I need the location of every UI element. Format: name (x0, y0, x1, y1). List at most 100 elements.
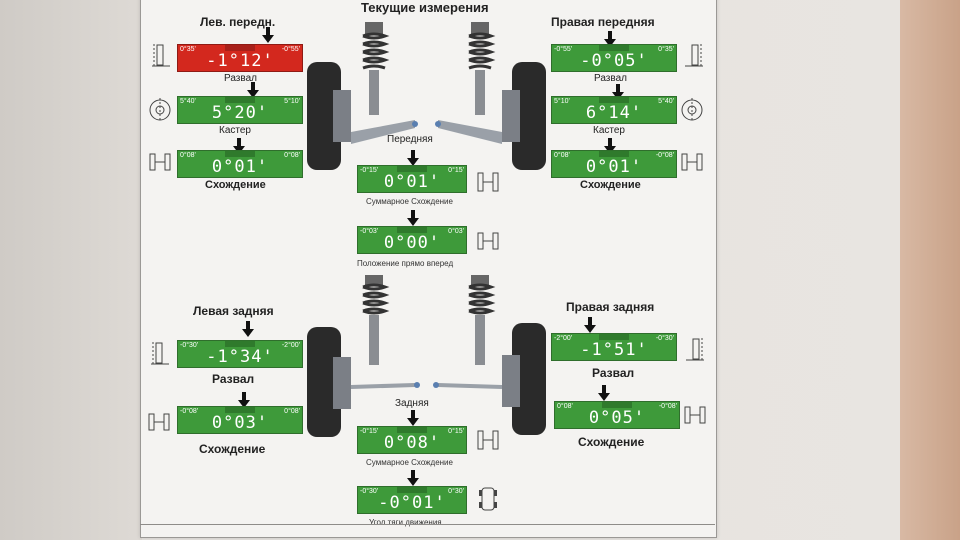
front-left-caster-gauge: 5°40' 5°10' 5°20' (177, 96, 303, 124)
front-right-toe-gauge: 0°08' -0°08' 0°01' (551, 150, 677, 178)
front-section-label: Передняя (387, 134, 433, 145)
gauge-max: 0°03' (448, 228, 464, 235)
front-right-toe-label: Схождение (580, 179, 641, 191)
front-right-caster-gauge: 5°10' 5°40' 6°14' (551, 96, 677, 124)
rear-section-label: Задняя (395, 398, 429, 409)
gauge-max: 0°35' (658, 46, 674, 53)
target-arrow-icon (604, 31, 616, 47)
gauge-max: 5°10' (284, 98, 300, 105)
wheel-camber-icon (149, 340, 171, 366)
gauge-max: 0°08' (284, 152, 300, 159)
sheet-bottom-edge (140, 524, 715, 525)
gauge-value: -1°12' (206, 51, 274, 71)
rear-left-title: Левая задняя (193, 304, 274, 318)
gauge-min: 0°35' (180, 46, 196, 53)
target-arrow-icon (262, 27, 274, 43)
rear-right-toe-gauge: 0°08' -0°08' 0°05' (554, 401, 680, 429)
front-right-caster-label: Кастер (593, 125, 625, 136)
target-arrow-icon (407, 410, 419, 426)
front-total-toe-gauge: -0°15' 0°15' 0°01' (357, 165, 467, 193)
gauge-max: 0°15' (448, 428, 464, 435)
target-arrow-icon (242, 321, 254, 337)
wheel-caster-icon (680, 97, 703, 123)
gauge-min: -2°00' (554, 335, 573, 342)
axle-toe-icon (476, 428, 499, 454)
front-left-toe-gauge: 0°08' 0°08' 0°01' (177, 150, 303, 178)
gauge-value: 0°00' (383, 233, 441, 253)
rear-total-toe-gauge: -0°15' 0°15' 0°08' (357, 426, 467, 454)
thrust-angle-label: Угол тяги движения (369, 518, 442, 527)
gauge-min: 5°10' (554, 98, 570, 105)
target-arrow-icon (598, 385, 610, 401)
gauge-value: 0°01' (383, 172, 441, 192)
rear-right-title: Правая задняя (566, 300, 655, 314)
straight-ahead-gauge: -0°03' 0°03' 0°00' (357, 226, 467, 254)
gauge-min: -0°55' (554, 46, 573, 53)
rear-right-camber-label: Развал (592, 366, 635, 380)
wheel-camber-icon (683, 42, 705, 68)
gauge-max: 0°30' (448, 488, 464, 495)
gauge-min: -0°15' (360, 428, 379, 435)
rear-right-toe-label: Схождение (578, 435, 645, 449)
gauge-value: -0°01' (378, 493, 446, 513)
gauge-min: -0°15' (360, 167, 379, 174)
gauge-min: -0°30' (180, 342, 199, 349)
desk-background-left (0, 0, 142, 540)
gauge-value: 0°01' (211, 157, 269, 177)
rear-suspension-diagram (305, 275, 550, 445)
rear-left-camber-gauge: -0°30' -2°00' -1°34' (177, 340, 303, 368)
gauge-value: 6°14' (585, 103, 643, 123)
gauge-value: -1°34' (206, 347, 274, 367)
gauge-max: 0°15' (448, 167, 464, 174)
front-total-toe-label: Суммарное Схождение (366, 197, 453, 206)
target-arrow-icon (238, 392, 250, 408)
wheel-toe-icon (680, 150, 703, 176)
desk-background-right (900, 0, 960, 540)
wheel-toe-icon (147, 410, 170, 436)
gauge-value: 0°08' (383, 433, 441, 453)
gauge-min: -0°30' (360, 488, 379, 495)
front-right-camber-gauge: -0°55' 0°35' -0°05' (551, 44, 677, 72)
rear-left-camber-label: Развал (212, 372, 255, 386)
front-left-toe-label: Схождение (205, 179, 266, 191)
gauge-max: 5°40' (658, 98, 674, 105)
page-title: Текущие измерения (361, 0, 489, 15)
gauge-min: 0°08' (180, 152, 196, 159)
front-left-camber-gauge: 0°35' -0°55' -1°12' (177, 44, 303, 72)
rear-right-camber-gauge: -2°00' -0°30' -1°51' (551, 333, 677, 361)
front-left-title: Лев. передн. (200, 15, 276, 29)
gauge-max: 0°08' (284, 408, 300, 415)
wheel-camber-icon (150, 42, 172, 68)
front-right-title: Правая передняя (551, 15, 655, 29)
gauge-max: -0°30' (655, 335, 674, 342)
axle-toe-icon (476, 170, 499, 196)
front-suspension-diagram (305, 20, 550, 180)
gauge-min: 5°40' (180, 98, 196, 105)
gauge-max: -2°00' (281, 342, 300, 349)
target-arrow-icon (247, 82, 259, 98)
target-arrow-icon (407, 470, 419, 486)
wheel-toe-icon (148, 150, 171, 176)
rear-total-toe-label: Суммарное Схождение (366, 458, 453, 467)
gauge-value: -0°05' (580, 51, 648, 71)
rear-left-toe-label: Схождение (199, 442, 266, 456)
gauge-max: -0°08' (655, 152, 674, 159)
front-left-caster-label: Кастер (219, 125, 251, 136)
gauge-value: 0°05' (588, 408, 646, 428)
thrust-angle-gauge: -0°30' 0°30' -0°01' (357, 486, 467, 514)
target-arrow-icon (584, 317, 596, 333)
gauge-min: -0°08' (180, 408, 199, 415)
gauge-value: 0°01' (585, 157, 643, 177)
steering-axle-icon (476, 229, 499, 255)
gauge-value: 5°20' (211, 103, 269, 123)
target-arrow-icon (407, 210, 419, 226)
wheel-toe-icon (683, 403, 706, 429)
gauge-max: -0°08' (658, 403, 677, 410)
straight-ahead-label: Положение прямо вперед (357, 259, 454, 268)
car-thrust-icon (476, 486, 498, 512)
target-arrow-icon (407, 150, 419, 166)
gauge-min: 0°08' (554, 152, 570, 159)
wheel-caster-icon (148, 97, 171, 123)
gauge-max: -0°55' (281, 46, 300, 53)
rear-left-toe-gauge: -0°08' 0°08' 0°03' (177, 406, 303, 434)
